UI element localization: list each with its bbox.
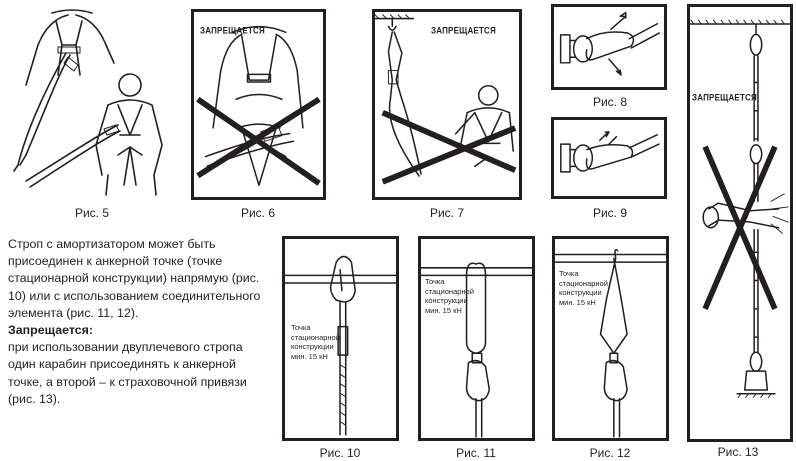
- illustration-anchor-harness-crossed: [375, 12, 519, 197]
- caption-fig-9: Рис. 9: [570, 206, 650, 220]
- figure-9: [551, 117, 667, 199]
- illustration-twin-lanyard-crossed: [690, 7, 790, 439]
- figure-13: ЗАПРЕЩАЕТСЯ: [687, 4, 793, 442]
- anchor-point-label-fig-10: Точка стационарной конструкции мин. 15 к…: [291, 323, 340, 361]
- instruction-text: Строп с амортизатором может быть присоед…: [8, 236, 270, 408]
- anchor-point-label-fig-11: Точка стационарной конструкции мин. 15 к…: [425, 277, 474, 315]
- illustration-harness-two-people: [8, 5, 178, 200]
- caption-fig-5: Рис. 5: [52, 206, 132, 220]
- forbidden-heading: Запрещается:: [8, 322, 270, 339]
- caption-fig-13: Рис. 13: [698, 445, 778, 459]
- caption-fig-11: Рис. 11: [436, 446, 516, 460]
- illustration-person-harness-crossed: [194, 12, 323, 197]
- paragraph-lanyard-connection: Строп с амортизатором может быть присоед…: [8, 236, 270, 322]
- illustration-sling-anchor: [421, 239, 532, 438]
- illustration-carabiner-closing: [554, 120, 664, 196]
- figure-5: [8, 5, 178, 200]
- caption-fig-12: Рис. 12: [570, 446, 650, 460]
- forbidden-banner-fig-13: ЗАПРЕЩАЕТСЯ: [692, 92, 757, 102]
- figure-6: ЗАПРЕЩАЕТСЯ: [191, 9, 326, 200]
- figure-10: Точка стационарной конструкции мин. 15 к…: [282, 236, 399, 441]
- caption-fig-10: Рис. 10: [300, 446, 380, 460]
- paragraph-forbidden: при использовании двуплечевого стропа од…: [8, 339, 270, 408]
- caption-fig-7: Рис. 7: [407, 206, 487, 220]
- figure-12: Точка стационарной конструкции мин. 15 к…: [552, 236, 669, 441]
- forbidden-banner-fig-7: ЗАПРЕЩАЕТСЯ: [431, 25, 496, 35]
- figure-11: Точка стационарной конструкции мин. 15 к…: [418, 236, 535, 441]
- forbidden-banner-fig-6: ЗАПРЕЩАЕТСЯ: [200, 25, 265, 35]
- caption-fig-8: Рис. 8: [570, 95, 650, 109]
- figure-8: [551, 4, 667, 90]
- figure-7: ЗАПРЕЩАЕТСЯ: [372, 9, 522, 200]
- anchor-point-label-fig-12: Точка стационарной конструкции мин. 15 к…: [559, 269, 608, 307]
- illustration-carabiner-open-arrows: [554, 7, 664, 87]
- caption-fig-6: Рис. 6: [218, 206, 298, 220]
